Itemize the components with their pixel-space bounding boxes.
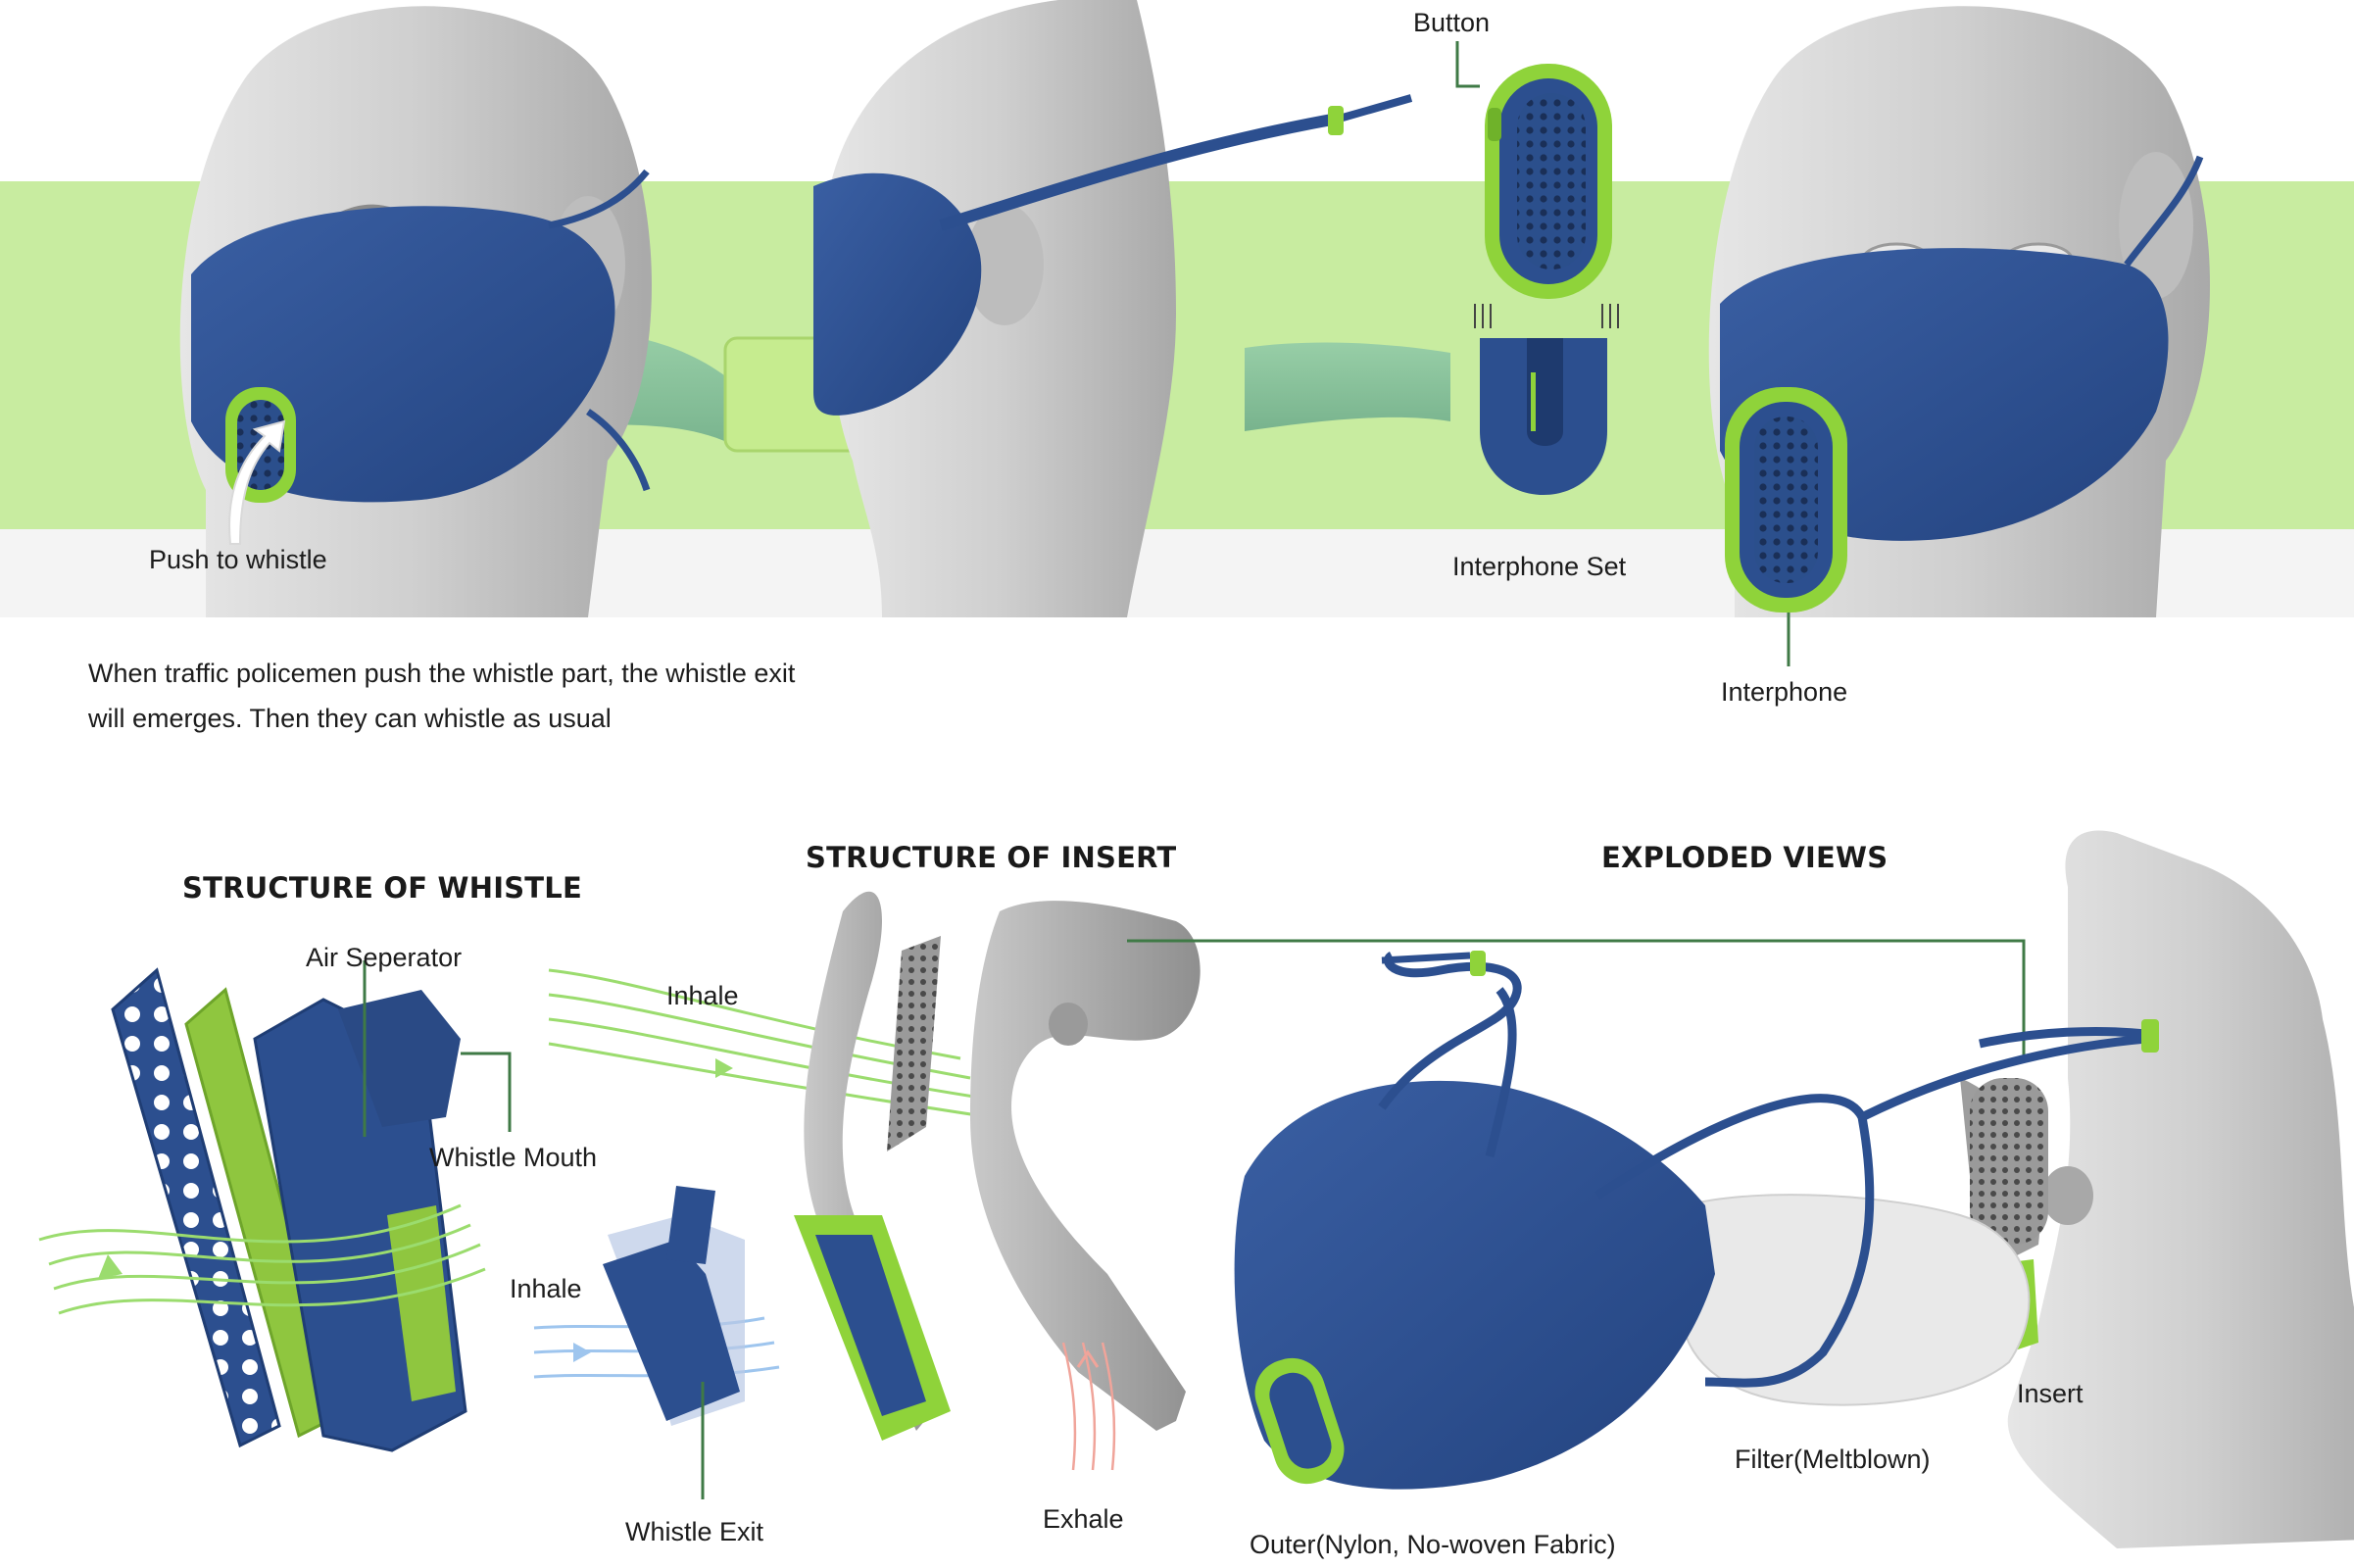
whistle-exit-label: Whistle Exit <box>625 1517 764 1546</box>
description-line: will emerges. Then they can whistle as u… <box>88 704 612 733</box>
insert-label: Insert <box>2017 1379 2084 1408</box>
head-front-interphone <box>1708 6 2210 666</box>
head-front-whistle <box>179 6 652 618</box>
whistle-structure <box>38 960 512 1452</box>
button-label: Button <box>1413 8 1491 37</box>
description-line: When traffic policemen push the whistle … <box>88 659 796 688</box>
section-heading-whistle: STRUCTURE OF WHISTLE <box>182 871 582 905</box>
interphone-set <box>1455 41 1619 495</box>
exploded-views <box>1127 830 2354 1548</box>
section-heading-exploded: EXPLODED VIEWS <box>1601 841 1888 874</box>
section-heading-insert: STRUCTURE OF INSERT <box>806 841 1177 874</box>
air-seperator-label: Air Seperator <box>306 943 463 972</box>
whistle-mouth-label: Whistle Mouth <box>429 1143 598 1172</box>
interphone-set-label: Interphone Set <box>1452 552 1627 581</box>
push-to-whistle-label: Push to whistle <box>149 545 327 574</box>
whistle-description: When traffic policemen push the whistle … <box>88 651 970 741</box>
filter-label: Filter(Meltblown) <box>1735 1445 1931 1474</box>
head-side-strap <box>813 0 1413 617</box>
outer-label: Outer(Nylon, No-woven Fabric) <box>1250 1530 1616 1559</box>
inhale-label-top: Inhale <box>666 981 739 1010</box>
inhale-label-bottom: Inhale <box>510 1274 582 1303</box>
interphone-label: Interphone <box>1721 677 1848 707</box>
exhale-label: Exhale <box>1043 1504 1124 1534</box>
insert-structure <box>533 891 1201 1499</box>
